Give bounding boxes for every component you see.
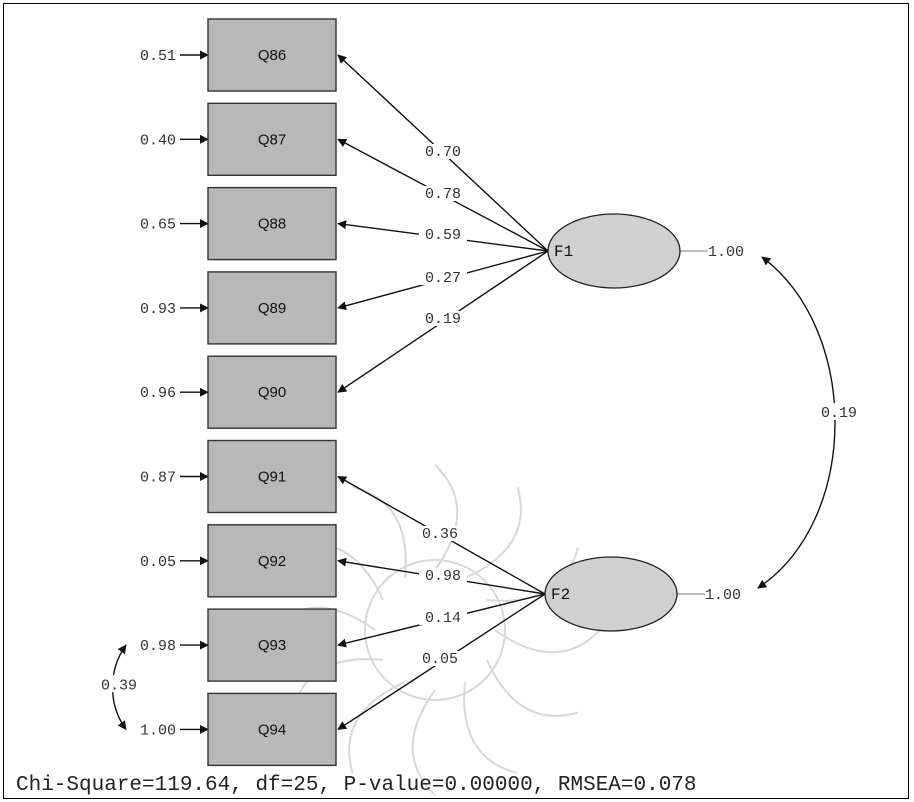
loading-label: 0.78	[425, 186, 461, 203]
watermark-ring	[364, 559, 506, 701]
watermark-petal	[411, 689, 436, 796]
observed-label: Q86	[258, 47, 286, 64]
observed-box	[207, 186, 337, 261]
latent-factor-f2: F2	[544, 556, 678, 632]
observed-label: Q88	[258, 216, 286, 233]
loading-label: 0.27	[425, 270, 461, 287]
factor-variance-label: 1.00	[708, 244, 744, 261]
error-variance-label: 0.98	[140, 638, 176, 655]
loading-label-bg	[419, 144, 467, 159]
error-variance-label: 0.40	[140, 132, 176, 149]
watermark-petal	[348, 681, 406, 774]
loading-label-bg	[419, 568, 467, 583]
error-covariance-label: 0.39	[101, 677, 137, 694]
factor-label: F1	[554, 243, 573, 261]
observed-variable-q93: Q93	[207, 608, 337, 682]
observed-box	[207, 102, 337, 177]
observed-box	[207, 355, 337, 429]
loading-label: 0.59	[425, 227, 461, 244]
covariance-label-bg	[814, 403, 864, 420]
factor-covariance-label: 0.19	[821, 405, 857, 422]
observed-label: Q87	[258, 131, 286, 148]
fit-statistics: Chi-Square=119.64, df=25, P-value=0.0000…	[16, 774, 697, 797]
watermark-petal	[486, 659, 579, 717]
observed-label: Q90	[258, 384, 286, 401]
observed-variable-q94: Q94	[207, 692, 337, 767]
error-variance-label: 0.87	[140, 470, 176, 487]
watermark-petal	[463, 681, 518, 774]
observed-variable-q92: Q92	[207, 524, 337, 598]
factor-covariance-path	[757, 256, 836, 589]
observed-variable-q90: Q90	[207, 355, 337, 429]
watermark-petal	[434, 464, 459, 571]
error-covariance-label-bg	[94, 675, 144, 693]
loading-label-bg	[416, 651, 464, 666]
latent-factor-f1: F1	[547, 213, 681, 289]
observed-label: Q92	[258, 553, 286, 570]
observed-variable-q86: Q86	[207, 18, 337, 92]
watermark-petal	[464, 486, 522, 579]
observed-box	[207, 271, 337, 345]
loading-label: 0.05	[422, 651, 458, 668]
observed-box	[207, 608, 337, 682]
loading-label-bg	[416, 526, 464, 541]
watermark-petal	[494, 629, 601, 654]
observed-box	[207, 439, 337, 514]
loading-label-bg	[419, 311, 467, 326]
loading-label: 0.70	[425, 144, 461, 161]
loading-label-bg	[419, 270, 467, 285]
error-variance-label: 1.00	[140, 722, 176, 739]
error-variance-label: 0.96	[140, 385, 176, 402]
factor-ellipse	[547, 213, 681, 289]
loading-label: 0.19	[425, 311, 461, 328]
factor-variance-label: 1.00	[705, 587, 741, 604]
loading-label: 0.14	[425, 610, 461, 627]
observed-variable-q87: Q87	[207, 102, 337, 177]
error-variance-label: 0.05	[140, 554, 176, 571]
observed-label: Q89	[258, 300, 286, 317]
loading-label-bg	[419, 186, 467, 201]
observed-box	[207, 692, 337, 767]
factor-label: F2	[551, 586, 570, 604]
loading-label: 0.98	[425, 568, 461, 585]
observed-variable-q89: Q89	[207, 271, 337, 345]
error-variance-label: 0.93	[140, 301, 176, 318]
error-variance-label: 0.65	[140, 217, 176, 234]
loading-label-bg	[419, 610, 467, 625]
observed-label: Q94	[258, 721, 286, 738]
factor-ellipse	[544, 556, 678, 632]
loading-label: 0.36	[422, 526, 458, 543]
observed-box	[207, 18, 337, 92]
observed-label: Q91	[258, 469, 286, 486]
observed-variable-q88: Q88	[207, 186, 337, 261]
observed-box	[207, 524, 337, 598]
observed-variable-q91: Q91	[207, 439, 337, 514]
observed-label: Q93	[258, 637, 286, 654]
loading-label-bg	[419, 227, 467, 242]
error-variance-label: 0.51	[140, 48, 176, 65]
